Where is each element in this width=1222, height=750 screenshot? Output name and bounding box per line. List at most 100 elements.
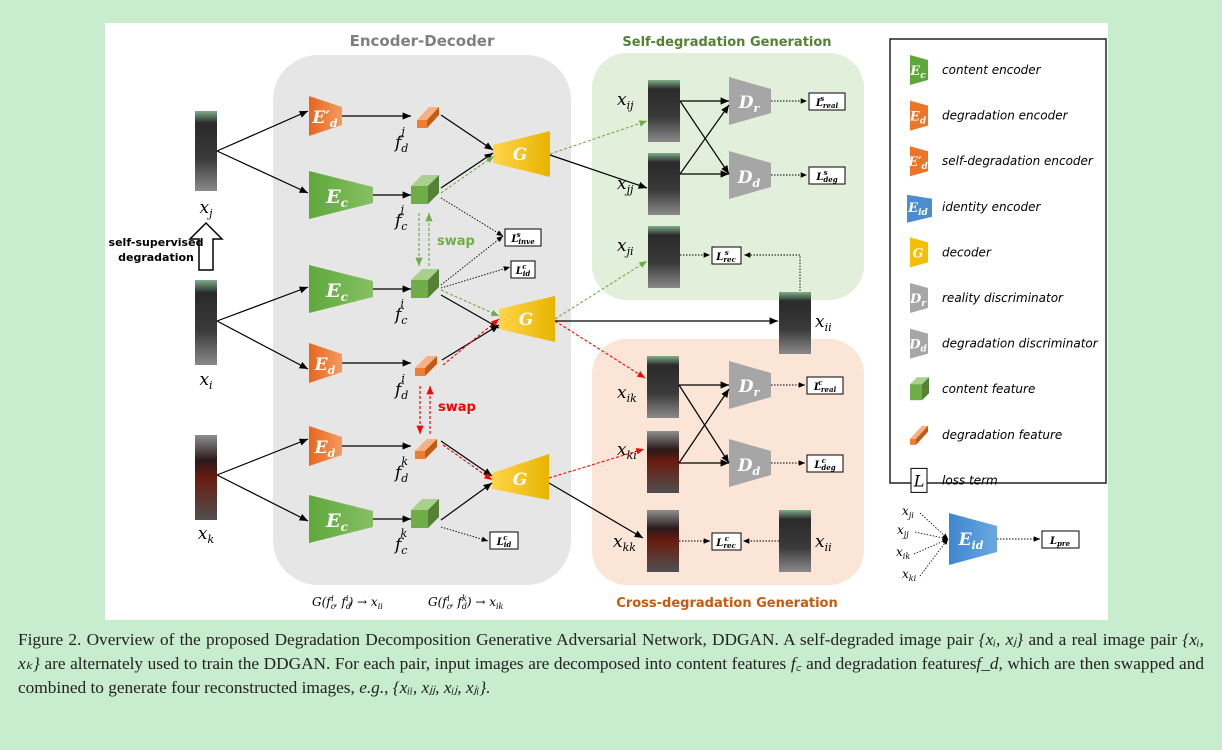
legend-item: degradation feature bbox=[910, 425, 1062, 445]
feature-fck bbox=[411, 499, 439, 528]
discriminator-arrows-cross bbox=[678, 381, 730, 467]
svg-text:G: G bbox=[513, 470, 528, 490]
degradation-feature-icon bbox=[916, 425, 928, 445]
encoder-Ec-i: Ec bbox=[309, 265, 373, 313]
identity-input-label: xjj bbox=[897, 523, 909, 539]
swap-arrows-green bbox=[415, 213, 433, 266]
legend-label: identity encoder bbox=[942, 200, 1042, 214]
loss-id-c: Lidc bbox=[510, 260, 536, 279]
caption-prefix: Figure 2. Overview of the proposed Degra… bbox=[18, 630, 974, 649]
svg-text:Lrecs: Lrecs bbox=[715, 248, 736, 264]
degradation-feature-icon bbox=[910, 438, 916, 445]
svg-text:Ec: Ec bbox=[325, 280, 348, 304]
feature-fdj bbox=[417, 107, 439, 128]
input-image-xj bbox=[195, 111, 217, 191]
generator-G-bottom: G bbox=[492, 454, 549, 500]
svg-text:Dr: Dr bbox=[738, 93, 761, 115]
label-xk: xk bbox=[198, 524, 215, 546]
loss-rec-c: Lrecc bbox=[711, 532, 742, 551]
legend-label: reality discriminator bbox=[942, 291, 1064, 305]
red-path-arrows bbox=[442, 318, 646, 481]
identity-input-label: xji bbox=[902, 504, 914, 520]
svg-text:Dr: Dr bbox=[738, 377, 761, 399]
cross-degradation-title: Cross-degradation Generation bbox=[616, 596, 837, 611]
caption-fc: f꜀ bbox=[790, 654, 802, 673]
label-fdi: fdi bbox=[393, 372, 408, 402]
green-path-arrows bbox=[440, 120, 648, 320]
encoder-Ed-prime: E′d bbox=[309, 96, 342, 136]
label-fcj: fcj bbox=[393, 203, 407, 233]
ddgan-figure: Encoder-Decoder Self-degradation Generat… bbox=[105, 23, 1108, 620]
content-feature-icon bbox=[910, 384, 922, 401]
feature-generator-arrows bbox=[440, 114, 500, 521]
loss-deg-c: Ldegc bbox=[806, 454, 844, 473]
input-image-xk bbox=[195, 435, 217, 520]
self-supervised-label-2: degradation bbox=[118, 251, 194, 264]
caption-set1: {xᵢ, xⱼ} bbox=[978, 630, 1024, 649]
image-xki bbox=[647, 431, 679, 493]
svg-text:Ec: Ec bbox=[325, 186, 348, 210]
legend-item: Dr reality discriminator bbox=[909, 283, 1064, 313]
generator-G-top: G bbox=[493, 131, 550, 177]
discriminator-Dd-cross: Dd bbox=[729, 439, 771, 487]
legend-symbol: Ed bbox=[909, 110, 927, 127]
loss-dotted-arrows-self bbox=[680, 98, 807, 291]
legend-label: content feature bbox=[942, 382, 1035, 396]
generator-output-arrows bbox=[548, 154, 778, 539]
legend-symbol: G bbox=[912, 246, 923, 261]
svg-text:Ldegs: Ldegs bbox=[815, 168, 837, 184]
legend-label: loss term bbox=[942, 473, 998, 487]
svg-text:Lidc: Lidc bbox=[496, 533, 512, 549]
self-degradation-title: Self-degradation Generation bbox=[622, 35, 831, 50]
legend-label: decoder bbox=[942, 245, 992, 259]
equation-1: G(fci, fdi) → xii bbox=[312, 594, 383, 611]
image-xik bbox=[647, 356, 679, 418]
discriminator-Dr-cross: Dr bbox=[729, 361, 771, 409]
figure-caption: Figure 2. Overview of the proposed Degra… bbox=[18, 630, 1205, 697]
caption-line3b: and degradation features bbox=[806, 654, 977, 673]
encoder-Ed-k: Ed bbox=[309, 426, 342, 466]
legend-label: degradation feature bbox=[942, 428, 1062, 442]
loss-inve: Linves bbox=[504, 228, 542, 247]
feature-fdi bbox=[415, 356, 437, 376]
feature-fci bbox=[411, 269, 439, 298]
label-xj: xj bbox=[199, 198, 213, 220]
svg-text:Dd: Dd bbox=[737, 456, 761, 478]
svg-text:Eid: Eid bbox=[958, 530, 984, 552]
caption-set3: {xᵢᵢ, xⱼⱼ, xᵢⱼ, xⱼᵢ}. bbox=[392, 678, 491, 697]
content-feature-icon bbox=[910, 377, 929, 385]
encoder-Ec-j: Ec bbox=[309, 171, 373, 219]
loss-real-c: Lrealc bbox=[806, 376, 844, 395]
caption-line2a: and a real image pair bbox=[1028, 630, 1178, 649]
caption-line3a: content features bbox=[676, 654, 787, 673]
image-xjj bbox=[648, 153, 680, 215]
legend-module-icon bbox=[910, 283, 928, 313]
swap-label-green: swap bbox=[437, 234, 475, 249]
svg-text:Lrecc: Lrecc bbox=[715, 534, 736, 550]
image-xii-cross bbox=[779, 510, 811, 572]
caption-eg: e.g. bbox=[359, 678, 385, 697]
encoder-decoder-title: Encoder-Decoder bbox=[350, 32, 495, 50]
svg-text:L: L bbox=[913, 471, 925, 490]
legend-label: content encoder bbox=[942, 63, 1042, 77]
label-fdj: fdj bbox=[393, 125, 408, 155]
legend-label: self-degradation encoder bbox=[942, 154, 1094, 168]
svg-text:Dd: Dd bbox=[737, 168, 761, 190]
encoder-Ec-k: Ec bbox=[309, 495, 373, 543]
svg-text:G: G bbox=[519, 310, 534, 330]
legend-module-icon bbox=[907, 194, 932, 223]
legend-symbol: Dr bbox=[909, 292, 927, 309]
loss-pre bbox=[1041, 530, 1080, 549]
label-fck: fck bbox=[393, 527, 407, 557]
loss-deg-s: Ldegs bbox=[808, 166, 846, 185]
caption-line3c: , which are then swapped and combined to… bbox=[18, 654, 1205, 697]
legend-symbol: Dd bbox=[908, 338, 927, 355]
legend-label: degradation discriminator bbox=[942, 337, 1099, 351]
legend-module-icon bbox=[910, 328, 928, 359]
image-xji bbox=[648, 226, 680, 288]
content-feature-icon bbox=[922, 377, 929, 401]
label-xii: xii bbox=[815, 312, 832, 334]
